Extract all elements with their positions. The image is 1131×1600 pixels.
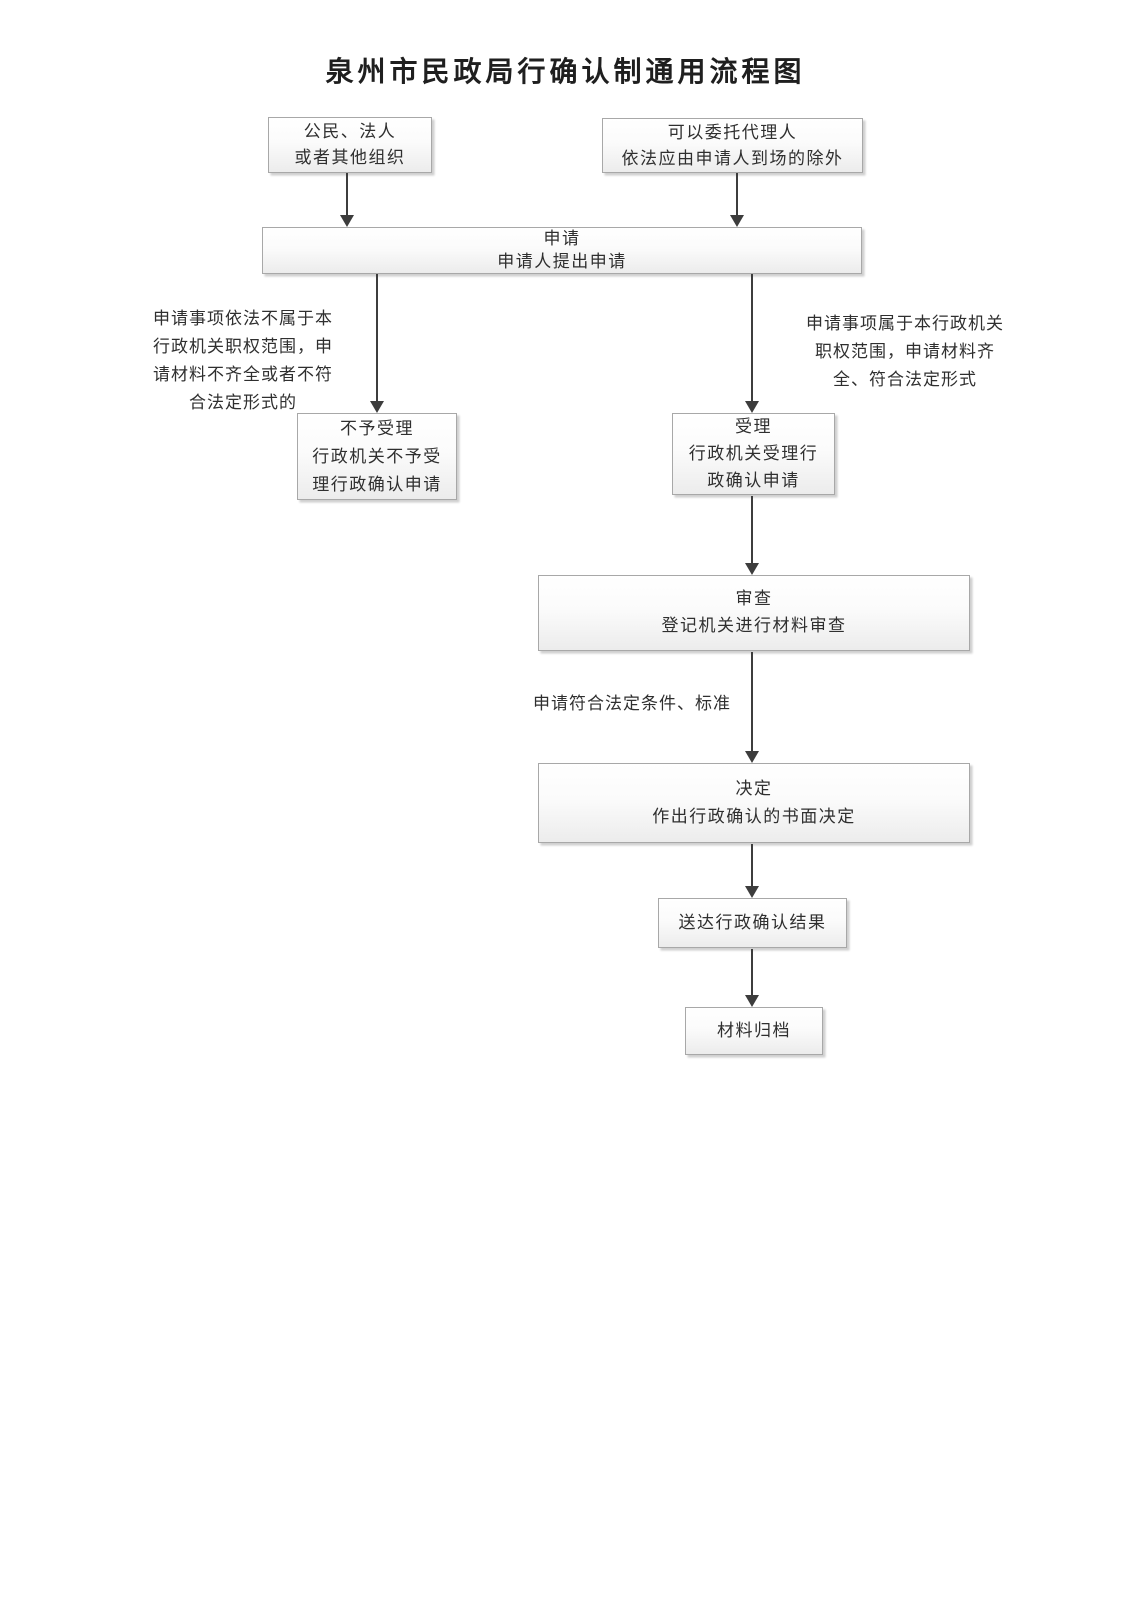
node-review-desc: 登记机关进行材料审查 (661, 616, 847, 636)
node-agent-text: 可以委托代理人 依法应由申请人到场的除外 (621, 122, 844, 169)
node-review-title: 审查 (735, 589, 773, 609)
node-applicant: 公民、法人 或者其他组织 (268, 117, 432, 173)
arrow-head-icon (745, 751, 759, 763)
node-archive-text: 材料归档 (717, 1021, 791, 1041)
arrow-agent-to-apply (730, 173, 744, 227)
node-archive: 材料归档 (685, 1007, 823, 1055)
arrow-shaft (346, 173, 348, 216)
node-accept: 受理 行政机关受理行 政确认申请 (672, 413, 835, 495)
arrow-shaft (751, 949, 753, 996)
arrow-head-icon (745, 995, 759, 1007)
node-decision-desc: 作出行政确认的书面决定 (652, 807, 856, 827)
node-apply: 申请 申请人提出申请 (262, 227, 862, 274)
node-reject-title: 不予受理 (340, 418, 414, 439)
node-review: 审查 登记机关进行材料审查 (538, 575, 970, 651)
arrow-head-icon (340, 215, 354, 227)
label-accept-condition: 申请事项属于本行政机关 职权范围，申请材料齐 全、符合法定形式 (806, 314, 1004, 390)
arrow-applicant-to-apply (340, 173, 354, 227)
arrow-shaft (751, 274, 753, 402)
arrow-shaft (736, 173, 738, 216)
node-deliver: 送达行政确认结果 (658, 898, 847, 948)
node-applicant-text: 公民、法人 或者其他组织 (294, 122, 406, 168)
arrow-apply-to-reject (370, 274, 384, 413)
node-apply-desc: 申请人提出申请 (497, 251, 627, 272)
node-decision: 决定 作出行政确认的书面决定 (538, 763, 970, 843)
label-reject-condition: 申请事项依法不属于本 行政机关职权范围，申 请材料不齐全或者不符 合法定形式的 (153, 309, 333, 413)
node-reject-desc: 行政机关不予受 理行政确认申请 (312, 446, 442, 495)
arrow-shaft (751, 844, 753, 887)
arrow-review-to-decision (745, 652, 759, 763)
arrow-accept-to-review (745, 496, 759, 575)
node-agent: 可以委托代理人 依法应由申请人到场的除外 (602, 118, 863, 173)
label-decision-condition: 申请符合法定条件、标准 (533, 694, 731, 714)
node-accept-title: 受理 (735, 416, 772, 437)
arrow-head-icon (730, 215, 744, 227)
arrow-head-icon (370, 401, 384, 413)
arrow-head-icon (745, 401, 759, 413)
arrow-shaft (376, 274, 378, 402)
arrow-head-icon (745, 563, 759, 575)
diagram-title: 泉州市民政局行确认制通用流程图 (325, 55, 806, 88)
node-accept-desc: 行政机关受理行 政确认申请 (688, 443, 819, 491)
node-apply-title: 申请 (543, 228, 581, 249)
node-deliver-text: 送达行政确认结果 (678, 913, 827, 933)
node-decision-title: 决定 (735, 779, 773, 799)
arrow-head-icon (745, 886, 759, 898)
arrow-shaft (751, 652, 753, 752)
arrow-decision-to-deliver (745, 844, 759, 898)
arrow-apply-to-accept (745, 274, 759, 413)
node-reject: 不予受理 行政机关不予受 理行政确认申请 (297, 413, 457, 500)
arrow-shaft (751, 496, 753, 564)
arrow-deliver-to-archive (745, 949, 759, 1007)
